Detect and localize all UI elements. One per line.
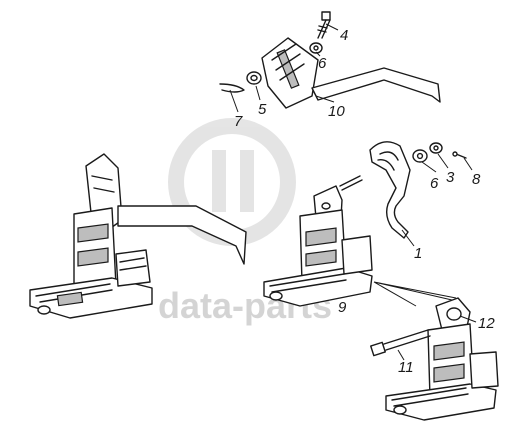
callout-leaders <box>229 23 477 361</box>
callout-9: 9 <box>338 299 347 316</box>
part-7-cotter-pin <box>219 83 245 93</box>
callout-6-lower: 6 <box>430 175 439 192</box>
part-5-washer <box>246 71 262 85</box>
callout-1: 1 <box>414 245 422 262</box>
callout-7: 7 <box>234 113 243 130</box>
right-bracket-subassembly <box>370 297 499 421</box>
callout-6-upper: 6 <box>318 55 327 72</box>
left-bracket-assembly <box>29 153 247 319</box>
part-1-hook <box>369 141 411 239</box>
part-10-lever-plate <box>261 37 441 109</box>
callout-4: 4 <box>340 27 348 44</box>
part-3-washer <box>429 142 443 154</box>
callout-10: 10 <box>328 103 345 120</box>
callout-11: 11 <box>398 359 414 376</box>
part-8-pin <box>452 151 467 159</box>
callout-8: 8 <box>472 171 481 188</box>
expansion-leader-lines <box>373 281 457 307</box>
callout-5: 5 <box>258 101 267 118</box>
part-4-bolt <box>317 11 331 39</box>
callout-3: 3 <box>446 169 455 186</box>
callout-12: 12 <box>478 315 495 332</box>
part-6-nut-lower <box>412 149 428 163</box>
part-6-nut-upper <box>309 42 323 54</box>
middle-bracket-assembly <box>263 175 373 307</box>
